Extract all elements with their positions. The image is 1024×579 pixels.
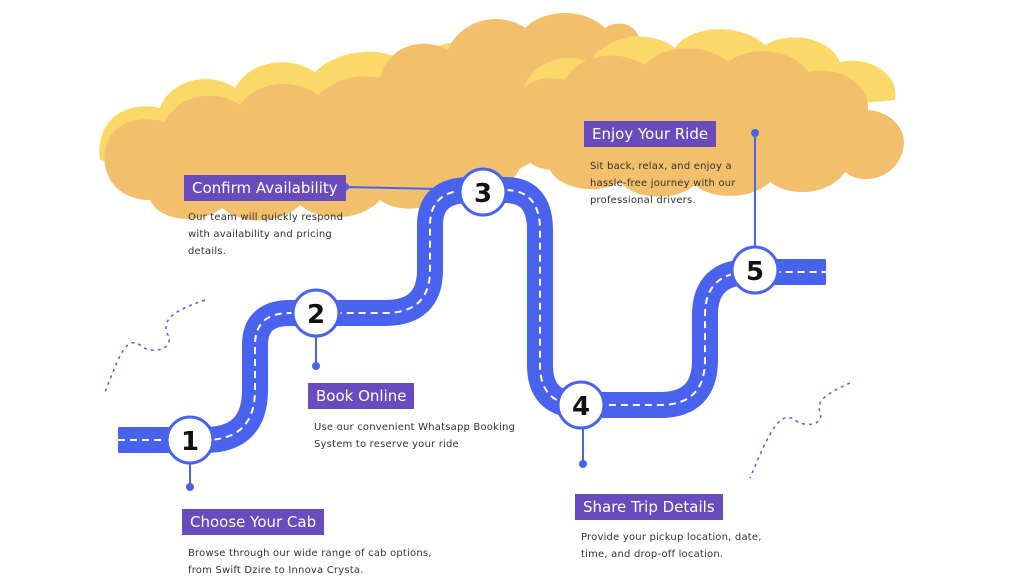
step-3-description: Our team will quickly respond with avail… (188, 212, 344, 257)
step-5-number: 5 (746, 257, 764, 287)
dashed-squiggle-left (104, 299, 206, 393)
step-1-number: 1 (181, 427, 199, 457)
step-1-marker: 1 (165, 415, 215, 465)
step-5-title: Enjoy Your Ride (584, 121, 717, 147)
step-5-description: Sit back, relax, and enjoy a hassle-free… (590, 161, 736, 206)
step-4-title: Share Trip Details (575, 494, 723, 520)
step-2-title: Book Online (308, 383, 415, 409)
step-3-title: Confirm Availability (184, 175, 346, 201)
step-2-description: Use our convenient Whatsapp Booking Syst… (314, 422, 516, 450)
road-center-line (118, 189, 826, 441)
step-4-description: Provide your pickup location, date, time… (581, 532, 762, 560)
dashed-squiggle-right (749, 382, 851, 479)
step-4-number: 4 (572, 392, 590, 422)
step-3-marker: 3 (458, 167, 508, 217)
step-1-description: Browse through our wide range of cab opt… (188, 548, 432, 576)
step-1-title: Choose Your Cab (182, 509, 325, 535)
step-5-marker: 5 (730, 245, 780, 295)
step-4-marker: 4 (556, 380, 606, 430)
step-3-number: 3 (474, 179, 492, 209)
step-2-marker: 2 (291, 288, 341, 338)
step-2-number: 2 (307, 300, 325, 330)
